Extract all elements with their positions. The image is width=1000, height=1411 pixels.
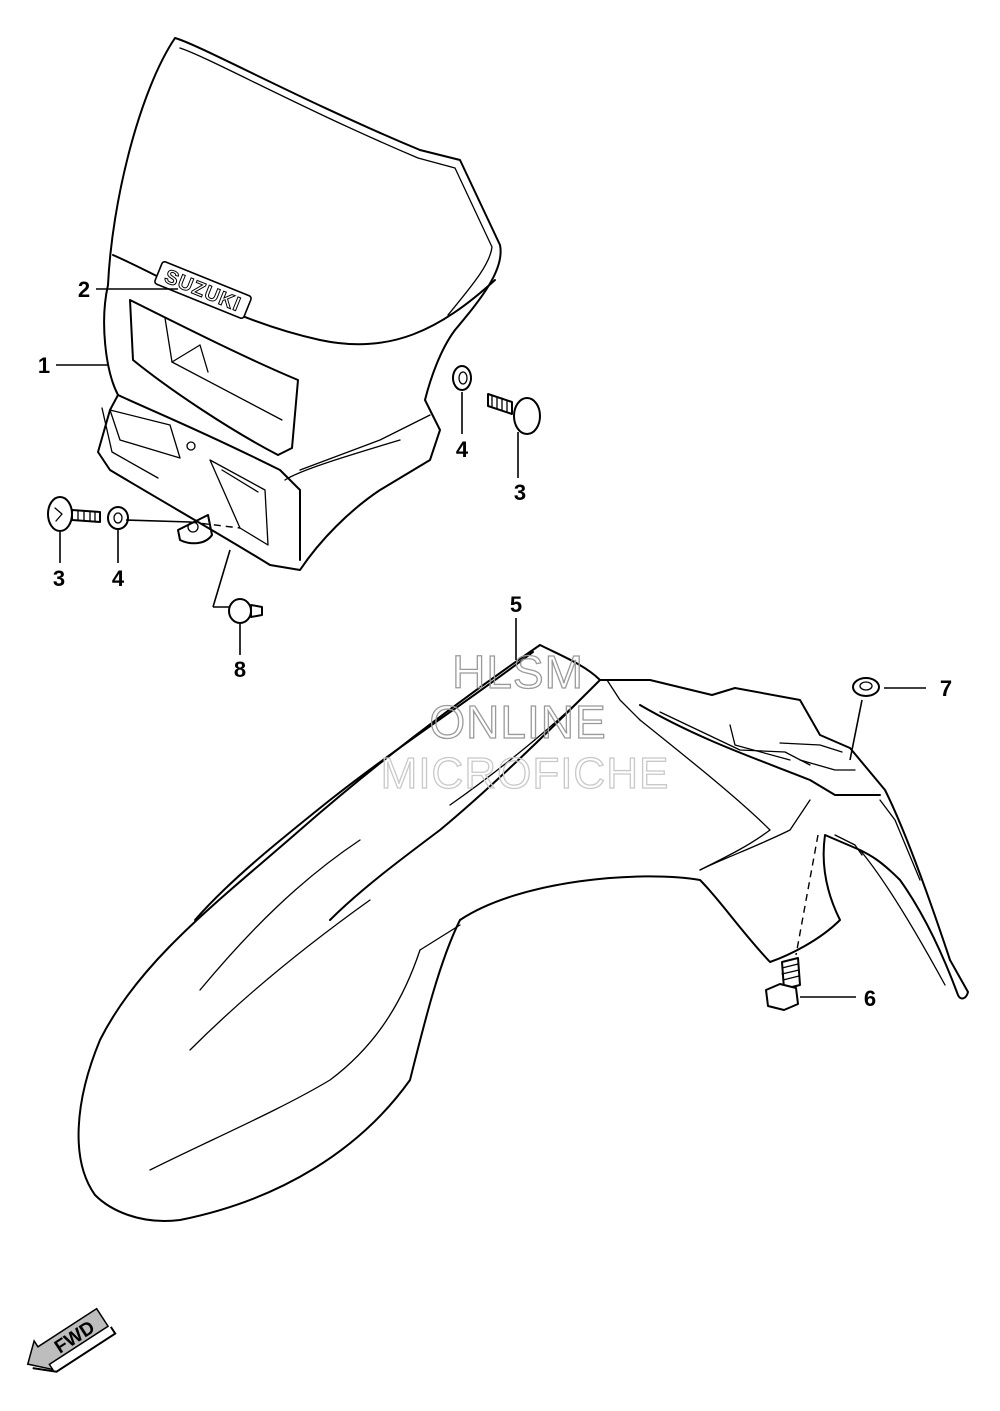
washer-4-left: [107, 506, 129, 530]
bolt-3-right: [487, 393, 541, 435]
watermark-line-3: MICROFICHE: [381, 749, 670, 798]
callout-2: 2: [78, 277, 90, 302]
leader-lines: [56, 288, 926, 998]
callout-3-right: 3: [514, 480, 526, 505]
grommet-7: [852, 677, 880, 697]
front-fender: [77, 644, 969, 1222]
callout-labels: 1 2 3 3 4 4 5 6 7 8: [38, 277, 952, 1011]
grommet-8: [228, 598, 263, 624]
callout-3-left: 3: [53, 566, 65, 591]
watermark-line-1: HLSM: [452, 646, 584, 698]
callout-6: 6: [864, 986, 876, 1011]
callout-8: 8: [234, 657, 246, 682]
callout-7: 7: [940, 676, 952, 701]
callout-4-left: 4: [112, 566, 125, 591]
watermark-line-2: ONLINE: [429, 696, 606, 748]
bolt-3-left: [47, 496, 101, 532]
callout-1: 1: [38, 353, 50, 378]
headlight-housing: [97, 37, 502, 571]
callout-5: 5: [510, 592, 522, 617]
fwd-direction-badge: FWD: [26, 1307, 117, 1373]
washer-4-right: [452, 365, 472, 391]
bolt-6: [765, 957, 801, 1011]
callout-4-right: 4: [456, 437, 469, 462]
watermark: HLSM ONLINE MICROFICHE: [380, 645, 670, 798]
